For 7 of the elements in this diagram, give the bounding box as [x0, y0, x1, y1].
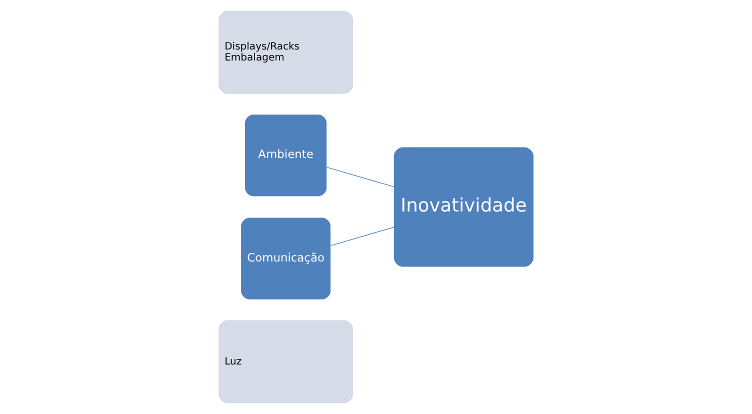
connector: [330, 226, 394, 246]
node-box: Inovatividade: [394, 147, 534, 267]
node-box: Comunicação: [240, 217, 332, 300]
connector: [326, 166, 394, 188]
node-box: Ambiente: [244, 114, 328, 197]
node-box: Displays/Racks Embalagem: [218, 10, 354, 94]
node-box: Luz: [218, 320, 354, 404]
